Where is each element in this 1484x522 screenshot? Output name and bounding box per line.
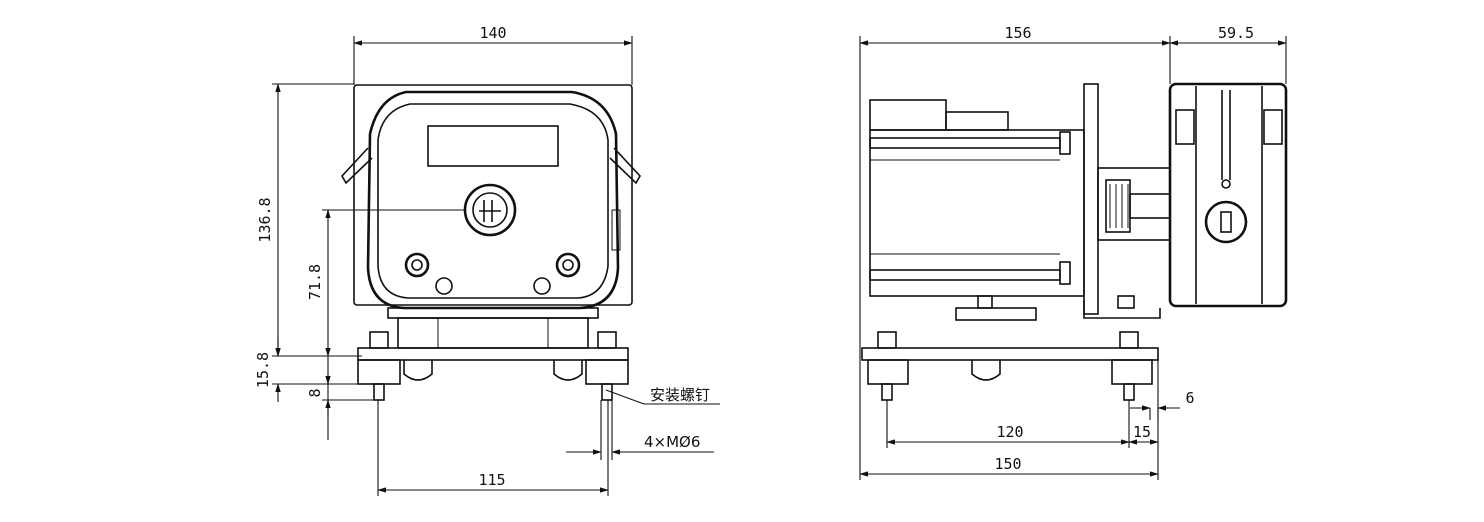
front-rubber-foot-right — [553, 360, 583, 381]
dim-front-hole-spacing: 115 — [478, 471, 505, 489]
dimension-labels: 140 136.8 71.8 15.8 8 115 156 59.5 120 1… — [254, 24, 1254, 489]
side-view — [861, 82, 1288, 401]
screw-spec-label: 4×MØ6 — [644, 433, 700, 451]
side-mount-screw-right — [1123, 383, 1135, 401]
pump-head-inner — [377, 103, 609, 299]
front-bolt-right — [555, 252, 581, 278]
side-fin-bottom — [869, 269, 1061, 281]
dim-base-thickness: 15.8 — [254, 352, 272, 388]
pump-head-outer — [366, 90, 620, 310]
front-motor-body — [397, 317, 589, 349]
front-foot-right — [585, 359, 629, 385]
dim-front-height: 136.8 — [256, 197, 274, 242]
side-fin-top — [869, 137, 1061, 149]
side-head-slot-left — [1175, 109, 1195, 145]
front-flange — [387, 307, 599, 319]
side-screw-head-right — [1119, 331, 1139, 349]
side-nut-top — [1059, 131, 1071, 155]
front-bolt-left — [404, 252, 430, 278]
right-latch — [609, 147, 641, 185]
dim-front-width: 140 — [479, 24, 506, 42]
left-latch — [341, 147, 373, 185]
rotor-hub-inner — [472, 192, 508, 228]
side-bracket-foot — [1083, 300, 1161, 319]
side-shaft — [1129, 193, 1171, 219]
front-pin-left — [435, 277, 453, 295]
dim-screw-length: 8 — [306, 388, 324, 397]
side-motor-body — [869, 129, 1085, 297]
front-screw-head-right — [597, 331, 617, 349]
side-motor-foot — [955, 307, 1037, 321]
side-motor-cap — [869, 99, 947, 131]
side-head-hub-key — [1220, 211, 1232, 233]
pump-head-window — [427, 125, 559, 167]
side-head-hub — [1204, 200, 1248, 244]
front-rubber-foot-left — [403, 360, 433, 381]
side-foot-right — [1111, 359, 1153, 385]
dim-side-hole-spacing: 120 — [996, 423, 1023, 441]
dim-side-base-length: 150 — [994, 455, 1021, 473]
side-head-slot-right — [1263, 109, 1283, 145]
front-mount-screw-left — [373, 383, 385, 401]
side-screw-head-left — [877, 331, 897, 349]
dim-side-offset: 15 — [1133, 423, 1151, 441]
front-foot-left — [357, 359, 401, 385]
front-base-plate — [357, 347, 629, 361]
front-bolt-left-core — [411, 259, 423, 271]
front-bolt-right-core — [562, 259, 574, 271]
side-rubber-foot — [971, 360, 1001, 381]
side-mount-screw-left — [881, 383, 893, 401]
dim-side-head-width: 59.5 — [1218, 24, 1254, 42]
pump-head-tab — [611, 209, 621, 251]
rotor-hub-outer — [463, 183, 517, 237]
front-pin-right — [533, 277, 551, 295]
dimension-lines — [272, 36, 1287, 496]
side-foot-left — [867, 359, 909, 385]
side-motor-screw — [977, 295, 993, 309]
dim-shaft-height: 71.8 — [306, 264, 324, 300]
front-screw-head-left — [369, 331, 389, 349]
dim-side-plate: 6 — [1185, 389, 1194, 407]
dim-side-length: 156 — [1004, 24, 1031, 42]
front-back-plate — [353, 84, 633, 306]
front-view — [341, 84, 641, 401]
mounting-screw-label: 安装螺钉 — [650, 386, 710, 404]
side-pump-head — [1168, 82, 1288, 308]
side-nut-bottom — [1059, 261, 1071, 285]
side-bracket-screw — [1117, 295, 1135, 309]
side-coupling-housing — [1097, 167, 1171, 241]
side-motor-cap-step — [945, 111, 1009, 131]
side-bracket — [1083, 83, 1099, 315]
side-base-plate — [861, 347, 1159, 361]
